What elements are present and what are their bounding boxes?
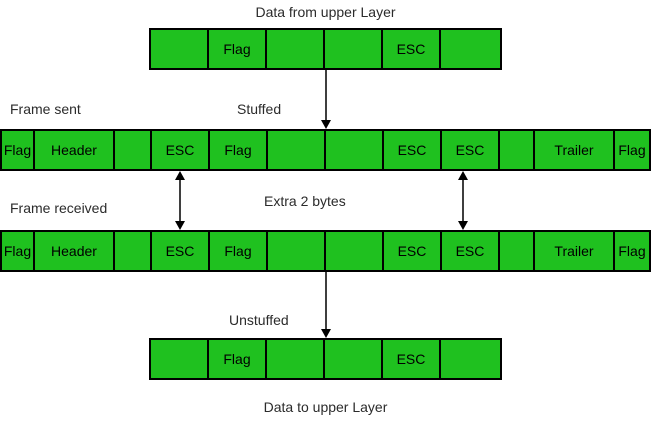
byte-cell-esc: ESC: [152, 232, 210, 270]
title-data-to-upper-layer: Data to upper Layer: [263, 399, 388, 415]
byte-cell: [500, 131, 535, 169]
byte-cell-flag: Flag: [2, 131, 35, 169]
arrow-shaft: [462, 180, 464, 221]
byte-cell: [441, 340, 500, 378]
byte-cell: [326, 232, 384, 270]
frame-received-bar: Flag Header ESC Flag ESC ESC Trailer Fla…: [0, 230, 651, 272]
byte-cell-esc: ESC: [384, 232, 442, 270]
upper-data-frame: Flag ESC: [149, 28, 502, 70]
arrowhead-up-icon: [458, 171, 468, 180]
byte-cell: [441, 30, 500, 68]
byte-cell: [500, 232, 535, 270]
stuffed-flow-arrow: [320, 70, 332, 129]
byte-cell-esc: ESC: [383, 340, 441, 378]
label-unstuffed: Unstuffed: [229, 312, 289, 328]
label-frame-received: Frame received: [10, 200, 108, 216]
byte-cell-flag: Flag: [209, 340, 267, 378]
byte-cell-header: Header: [35, 131, 115, 169]
frame-sent-bar: Flag Header ESC Flag ESC ESC Trailer Fla…: [0, 129, 651, 171]
byte-cell-flag: Flag: [2, 232, 35, 270]
arrowhead-down-icon: [321, 120, 331, 129]
byte-cell: [151, 30, 209, 68]
arrow-shaft: [325, 272, 327, 329]
arrowhead-up-icon: [175, 171, 185, 180]
byte-cell: [151, 340, 209, 378]
byte-cell-flag: Flag: [615, 131, 649, 169]
byte-cell-esc: ESC: [442, 232, 500, 270]
title-data-from-upper-layer: Data from upper Layer: [255, 4, 396, 20]
arrowhead-down-icon: [175, 221, 185, 230]
label-extra-2-bytes: Extra 2 bytes: [264, 193, 346, 209]
arrowhead-down-icon: [458, 221, 468, 230]
byte-cell: [325, 30, 383, 68]
byte-cell-trailer: Trailer: [535, 232, 615, 270]
byte-cell-flag: Flag: [615, 232, 649, 270]
byte-cell: [268, 232, 326, 270]
extra-byte-arrow-right: [457, 171, 469, 230]
arrow-shaft: [325, 70, 327, 120]
byte-cell: [115, 232, 152, 270]
label-frame-sent: Frame sent: [10, 101, 81, 117]
extra-byte-arrow-left: [174, 171, 186, 230]
byte-cell-esc: ESC: [383, 30, 441, 68]
byte-cell-flag: Flag: [210, 232, 268, 270]
byte-cell-esc: ESC: [152, 131, 210, 169]
byte-cell: [325, 340, 383, 378]
arrowhead-down-icon: [321, 329, 331, 338]
byte-cell-esc: ESC: [442, 131, 500, 169]
byte-cell: [115, 131, 152, 169]
byte-cell-esc: ESC: [384, 131, 442, 169]
byte-cell-header: Header: [35, 232, 115, 270]
lower-data-frame: Flag ESC: [149, 338, 502, 380]
label-stuffed: Stuffed: [237, 101, 282, 117]
byte-cell-flag: Flag: [210, 131, 268, 169]
byte-cell: [267, 340, 325, 378]
byte-cell: [268, 131, 326, 169]
byte-cell-flag: Flag: [209, 30, 267, 68]
byte-cell-trailer: Trailer: [535, 131, 615, 169]
byte-cell: [267, 30, 325, 68]
arrow-shaft: [179, 180, 181, 221]
byte-cell: [326, 131, 384, 169]
unstuffed-flow-arrow: [320, 272, 332, 338]
